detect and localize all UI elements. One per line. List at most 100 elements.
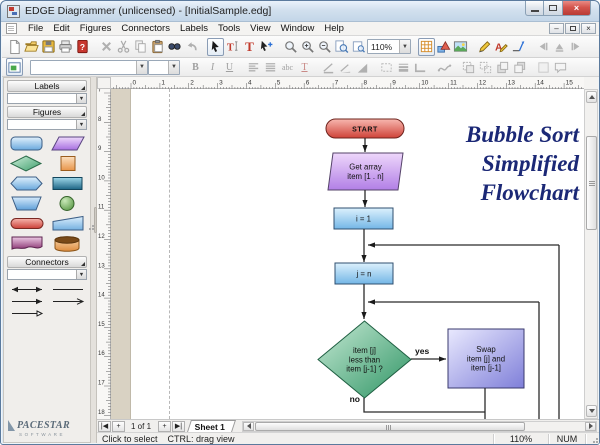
sheet-tab[interactable]: Sheet 1 (187, 420, 237, 432)
text-tool-button[interactable]: T (241, 38, 258, 56)
panel-splitter[interactable] (91, 77, 97, 443)
scroll-left-button[interactable] (243, 421, 255, 431)
scroll-up-button[interactable] (586, 91, 597, 103)
svg-text:4: 4 (248, 80, 252, 87)
zoom-level-dropdown[interactable]: 110%▼ (367, 39, 411, 54)
last-sheet-button[interactable]: ▶| (172, 420, 186, 432)
zoom-in-button[interactable] (299, 38, 316, 56)
image-tool-button[interactable] (452, 38, 469, 56)
menu-item-window[interactable]: Window (280, 23, 315, 34)
menu-item-edit[interactable]: Edit (53, 23, 70, 34)
connector-style-double-arrow[interactable] (9, 283, 45, 295)
figure-shape-rounded-rectangle[interactable] (9, 133, 45, 153)
svg-text:A: A (495, 43, 503, 54)
svg-text:3: 3 (219, 80, 223, 87)
close-button[interactable]: × (563, 1, 591, 16)
scroll-right-button[interactable] (585, 421, 596, 431)
pacestar-logo-icon (8, 420, 15, 431)
connector-tool-button[interactable] (510, 38, 527, 56)
zoom-page-button[interactable] (333, 38, 350, 56)
point-tool-button[interactable] (258, 38, 275, 56)
flowchart-title-line[interactable]: Bubble Sort (465, 122, 580, 147)
figure-shape-sphere[interactable] (50, 193, 86, 213)
document-icon[interactable] (6, 23, 17, 34)
find-button[interactable] (166, 38, 183, 56)
new-button[interactable] (6, 38, 23, 56)
flowchart-node-input[interactable] (327, 152, 404, 191)
text-edit-button[interactable]: A (493, 38, 510, 56)
paste-button[interactable] (149, 38, 166, 56)
help-button[interactable]: ? (74, 38, 91, 56)
vertical-scrollbar[interactable] (584, 89, 598, 419)
zoom-sheet-button[interactable] (350, 38, 367, 56)
connector-style-plain-line[interactable] (50, 283, 86, 295)
flowchart-title-line[interactable]: Flowchart (480, 180, 580, 205)
horizontal-scroll-thumb[interactable] (255, 421, 526, 431)
scroll-down-button[interactable] (586, 405, 597, 417)
menu-item-help[interactable]: Help (324, 23, 344, 34)
mdi-minimize-button[interactable]: – (549, 23, 564, 34)
figure-shape-trapezoid[interactable] (9, 193, 45, 213)
connectors-dropdown[interactable]: ▼ (7, 269, 87, 280)
open-button[interactable] (23, 38, 40, 56)
figure-shape-rectangle[interactable] (50, 173, 86, 193)
resize-grip[interactable] (588, 433, 599, 444)
connector-style-open-arrow[interactable] (50, 295, 86, 307)
title-bar[interactable]: EDGE Diagrammer (unlicensed) - [InitialS… (1, 1, 599, 22)
labels-section-header[interactable]: Labels (7, 80, 87, 92)
svg-text:10: 10 (98, 175, 105, 181)
flowchart-node-swap[interactable] (447, 328, 525, 389)
menu-item-file[interactable]: File (28, 23, 44, 34)
grid-button[interactable] (418, 37, 435, 56)
figure-shape-hexagon[interactable] (9, 173, 45, 193)
connectors-section-header[interactable]: Connectors (7, 256, 87, 268)
mdi-close-button[interactable]: × (581, 23, 596, 34)
menu-item-labels[interactable]: Labels (179, 23, 208, 34)
maximize-button[interactable] (544, 1, 563, 16)
edit-pencil-button[interactable] (476, 38, 493, 56)
mdi-restore-button[interactable] (565, 23, 580, 34)
connector-style-solid-arrow[interactable] (9, 295, 45, 307)
figure-shape-wave-document[interactable] (9, 233, 45, 253)
text-cursor-button[interactable]: T (224, 38, 241, 56)
svg-text:11: 11 (450, 80, 457, 87)
add-sheet-after-button[interactable]: + (158, 420, 172, 432)
select-button[interactable] (207, 37, 224, 56)
print-button[interactable] (57, 38, 74, 56)
figure-shape-cylinder[interactable] (50, 233, 86, 253)
flowchart-title-line[interactable]: Simplified (482, 151, 580, 176)
labels-dropdown[interactable]: ▼ (7, 93, 87, 104)
zoom-sheet-icon (352, 41, 365, 53)
figures-dropdown[interactable]: ▼ (7, 119, 87, 130)
svg-text:j = n: j = n (356, 269, 372, 278)
figure-shape-diamond[interactable] (9, 153, 45, 173)
palette-toggle-button[interactable] (6, 58, 23, 76)
font-family-dropdown[interactable]: ▼ (30, 59, 148, 75)
zoom-page-icon (335, 40, 349, 53)
menu-item-connectors[interactable]: Connectors (121, 23, 170, 34)
figure-tool-button[interactable] (435, 38, 452, 56)
figure-shape-slanted-quad[interactable] (50, 213, 86, 233)
zoom-button[interactable] (282, 38, 299, 56)
figure-shape-parallelogram[interactable] (50, 133, 86, 153)
save-button[interactable] (40, 38, 57, 56)
add-sheet-before-button[interactable]: + (112, 420, 125, 432)
figure-shape-square[interactable] (50, 153, 86, 173)
connector-style-circle-end[interactable] (9, 307, 45, 319)
menu-item-figures[interactable]: Figures (79, 23, 112, 34)
svg-text:START: START (352, 126, 378, 133)
menu-item-view[interactable]: View (250, 23, 271, 34)
vertical-scroll-thumb[interactable] (586, 136, 597, 230)
horizontal-scrollbar[interactable] (242, 420, 597, 432)
flowchart-edge[interactable] (363, 398, 485, 413)
font-size-dropdown[interactable]: ▼ (148, 59, 180, 75)
menu-item-tools[interactable]: Tools (217, 23, 241, 34)
minimize-button[interactable] (525, 1, 544, 16)
zoom-out-button[interactable] (316, 38, 333, 56)
svg-text:T: T (245, 39, 254, 54)
figures-section-header[interactable]: Figures (7, 106, 87, 118)
first-sheet-button[interactable]: |◀ (98, 420, 111, 432)
figure-shape-rounded-pill[interactable] (9, 213, 45, 233)
